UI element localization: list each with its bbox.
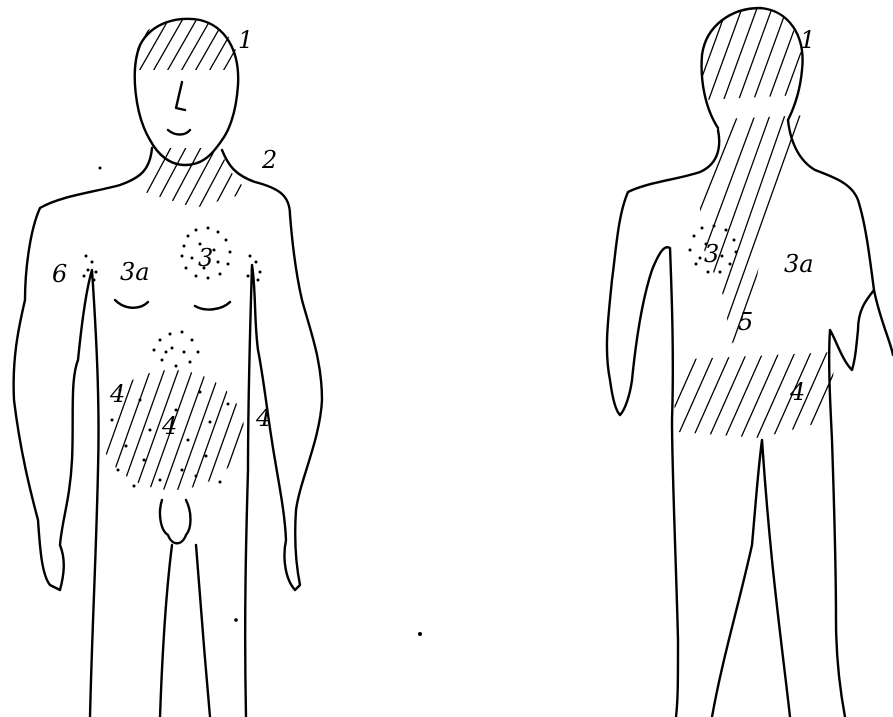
front-armpit-stipple: [83, 255, 262, 282]
front-abdomen-stipple: [111, 331, 230, 488]
back-label-upper-back: 3a: [784, 250, 814, 278]
front-label-chest-dot: 3: [198, 244, 213, 272]
back-lower-hatching: [660, 350, 844, 440]
front-label-chest: 3a: [120, 258, 150, 286]
front-label-abdomen-side: 4: [255, 404, 271, 432]
front-nipple-lines: [115, 300, 230, 309]
front-legs-outline: [160, 545, 210, 717]
front-figure: 1 2 3 3a 6 4 4 4: [14, 10, 322, 717]
front-face-features: [168, 82, 190, 135]
back-label-head: 1: [800, 26, 815, 54]
back-body-outline-left: [607, 130, 719, 717]
front-label-head: 1: [238, 26, 253, 54]
front-genitals: [160, 500, 191, 543]
back-figure: 1 3 3a 5 4: [607, 0, 893, 717]
back-label-spine: 5: [738, 308, 753, 336]
back-head-outline: [702, 8, 803, 128]
back-label-lower-back: 4: [789, 378, 805, 406]
front-body-outline-right: [222, 150, 322, 717]
back-legs-outline: [712, 440, 790, 717]
front-label-neck: 2: [261, 146, 277, 174]
stray-marks: [99, 167, 423, 637]
front-body-outline: [14, 148, 152, 717]
back-label-shoulder-dot: 3: [704, 240, 719, 268]
front-label-abdomen-center: 4: [161, 412, 177, 440]
front-head-outline: [135, 19, 238, 165]
front-label-armpit: 6: [52, 260, 67, 288]
back-head-hatching: [690, 0, 835, 110]
back-body-outline-right: [788, 120, 893, 717]
front-label-abdomen-left: 4: [109, 380, 125, 408]
